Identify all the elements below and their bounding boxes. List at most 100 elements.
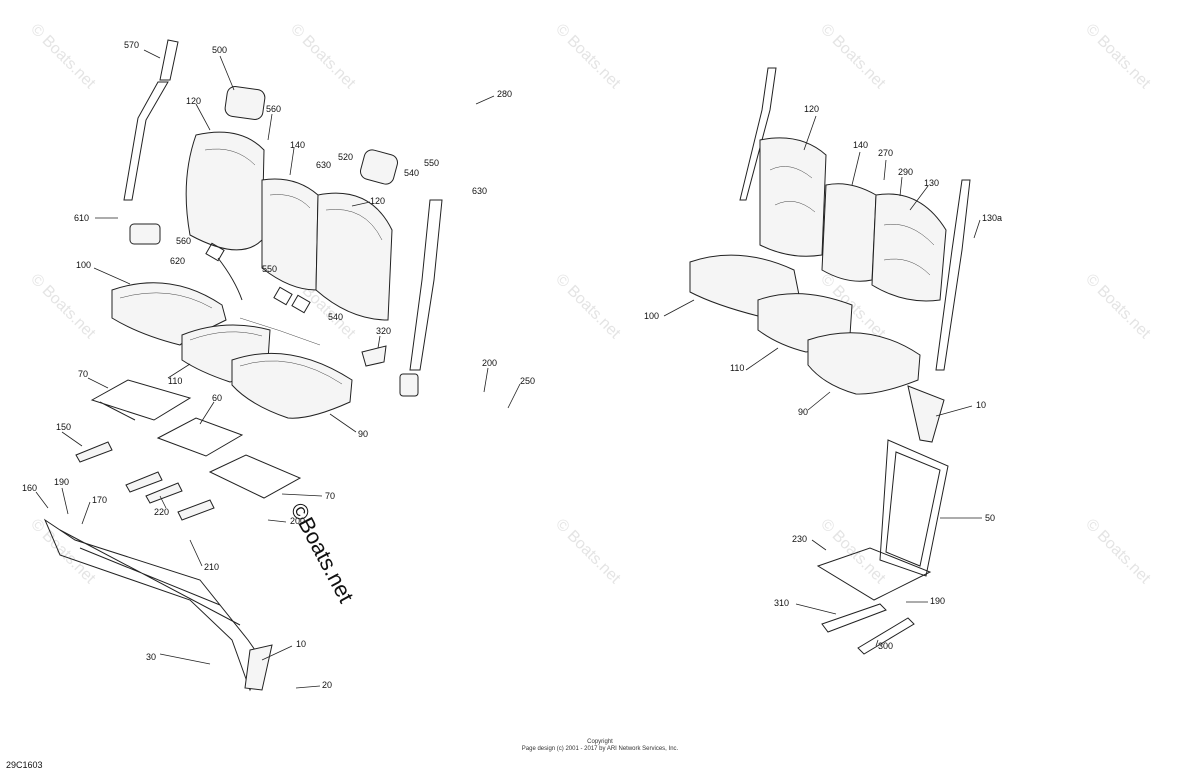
watermark: © Boats.net — [27, 271, 99, 343]
part-callout: 160 — [22, 483, 37, 493]
part-callout: 220 — [154, 507, 169, 517]
seat-belt-buckle — [291, 294, 311, 314]
part-callout: 90 — [798, 407, 808, 417]
leader-line — [267, 113, 273, 141]
leader-line — [803, 115, 817, 151]
watermark: © Boats.net — [27, 21, 99, 93]
part-callout: 100 — [76, 260, 91, 270]
seat-frame-base — [816, 547, 932, 601]
part-callout: 570 — [124, 40, 139, 50]
leader-line — [289, 147, 295, 176]
part-callout: 110 — [730, 363, 744, 373]
seat-belt-webbing — [123, 81, 169, 201]
part-callout: 230 — [792, 534, 807, 544]
leader-line — [795, 603, 837, 615]
watermark: © Boats.net — [1082, 516, 1154, 588]
part-callout: 630 — [316, 160, 331, 170]
seat-frame — [156, 417, 244, 457]
seat-belt-webbing — [409, 199, 443, 371]
leader-line — [81, 501, 91, 525]
mount-bracket — [244, 644, 273, 691]
part-callout: 170 — [92, 495, 107, 505]
leader-line — [167, 363, 191, 379]
leader-line — [483, 367, 489, 393]
hinge — [125, 471, 163, 493]
leader-line — [195, 103, 211, 131]
seat-back-center — [821, 183, 877, 282]
seat-belt-buckle — [205, 242, 225, 262]
seat-frame — [879, 439, 949, 577]
watermark: © Boats.net — [817, 21, 889, 93]
seat-belt-retractor-strap — [159, 39, 179, 81]
part-callout: 20 — [322, 680, 332, 690]
part-callout: 630 — [472, 186, 487, 196]
base-frame-rails — [59, 529, 241, 626]
leader-line — [811, 539, 827, 551]
leader-line — [61, 431, 83, 447]
leader-line — [61, 487, 69, 515]
buckle-wire — [239, 317, 321, 346]
part-callout: 120 — [186, 96, 201, 106]
part-callout: 60 — [212, 393, 222, 403]
bracket — [361, 345, 387, 367]
leader-line — [475, 95, 495, 105]
seat-cushion-right — [231, 352, 353, 419]
part-callout: 70 — [325, 491, 335, 501]
part-callout: 210 — [204, 562, 219, 572]
leader-line — [973, 219, 981, 239]
headrest-left — [224, 86, 266, 120]
leader-line — [377, 335, 381, 349]
leader-line — [295, 685, 321, 689]
seat-belt-retractor — [399, 373, 419, 397]
part-callout: 120 — [370, 196, 385, 206]
leader-line — [663, 299, 695, 317]
part-callout: 200 — [482, 358, 497, 368]
part-callout: 10 — [976, 400, 986, 410]
leader-line — [281, 493, 323, 497]
right-assembled-view: 120 140 270 290 130 130a 100 110 90 10 5… — [644, 67, 1002, 655]
leader-line — [935, 405, 973, 417]
part-callout: 310 — [774, 598, 789, 608]
part-callout: 140 — [290, 140, 305, 150]
seat-back-right — [871, 193, 947, 302]
leader-line — [507, 383, 521, 409]
seat-belt-buckle — [273, 286, 293, 306]
seat-cushion-right — [807, 332, 921, 395]
part-callout: 550 — [262, 264, 277, 274]
part-callout: 270 — [878, 148, 893, 158]
part-callout: 560 — [176, 236, 191, 246]
seat-frame — [208, 454, 302, 499]
part-callout: 30 — [146, 652, 156, 662]
part-callout: 280 — [497, 89, 512, 99]
part-callout: 190 — [930, 596, 945, 606]
part-callout: 190 — [54, 477, 69, 487]
leader-line — [261, 645, 293, 661]
leader-line — [35, 491, 49, 509]
part-callout: 520 — [338, 152, 353, 162]
leader-line — [219, 55, 235, 91]
rod — [857, 617, 915, 655]
part-callout: 130a — [982, 213, 1002, 223]
part-callout: 140 — [853, 140, 868, 150]
part-callout: 10 — [296, 639, 306, 649]
seat-back-left — [759, 137, 827, 257]
watermark: © Boats.net — [1082, 21, 1154, 93]
leader-line — [745, 347, 779, 371]
leader-line — [883, 159, 887, 181]
leader-line — [875, 639, 879, 647]
seat-back-seams — [204, 148, 383, 241]
part-callout: 540 — [328, 312, 343, 322]
seat-belt-webbing — [935, 179, 971, 371]
part-callout: 500 — [212, 45, 227, 55]
part-callout: 300 — [878, 641, 893, 651]
diagram-code: 29C1603 — [6, 760, 43, 770]
seat-belt-retractor — [129, 223, 161, 245]
copyright-text: Page design (c) 2001 - 2017 by ARI Netwo… — [522, 746, 679, 752]
part-callout: 550 — [424, 158, 439, 168]
watermark: © Boats.net — [552, 271, 624, 343]
part-callout: 130 — [924, 178, 939, 188]
part-callout: 150 — [56, 422, 71, 432]
part-callout: 50 — [985, 513, 995, 523]
leader-line — [909, 185, 929, 211]
